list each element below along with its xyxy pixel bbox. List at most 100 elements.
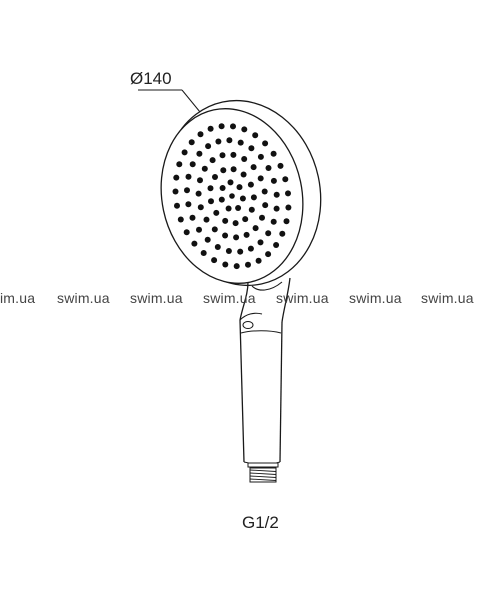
nozzle-dot <box>183 229 190 236</box>
nozzle-dot <box>282 176 289 183</box>
nozzle-dot <box>205 143 212 150</box>
nozzle-dot <box>285 190 291 197</box>
nozzle-dot <box>230 151 237 158</box>
diameter-dimension: Ø140 <box>130 69 201 113</box>
nozzle-dot <box>212 174 218 180</box>
thread-line <box>249 472 277 475</box>
thread-line <box>249 469 277 472</box>
nozzle-dot <box>247 245 254 252</box>
neck-left-edge <box>239 281 249 321</box>
nozzle-dot <box>191 240 198 247</box>
nozzle-dot <box>215 138 222 145</box>
nozzle-dot <box>232 220 239 227</box>
nozzle-dot <box>207 125 214 132</box>
nozzle-dot <box>237 248 244 255</box>
nozzle-dot <box>181 149 188 156</box>
nozzle-dot <box>188 139 195 146</box>
nozzle-dot <box>279 230 286 237</box>
watermark: swim.ua <box>203 290 256 306</box>
nozzle-dot <box>200 250 207 256</box>
nozzle-dot <box>189 161 196 168</box>
nozzle-dot <box>259 214 265 221</box>
nozzle-dot <box>240 171 247 178</box>
nozzle-dot <box>241 156 248 162</box>
nozzle-dot <box>214 244 221 250</box>
watermark: swim.ua <box>57 290 110 306</box>
nozzle-dot <box>247 181 254 188</box>
connector-threads <box>249 469 277 481</box>
nozzle-dot <box>219 152 226 159</box>
nozzle-dot <box>229 193 235 199</box>
nozzle-dot <box>233 263 240 270</box>
nozzle-dot <box>250 164 257 171</box>
nozzle-dot <box>211 257 218 264</box>
nozzle-dot <box>252 225 259 232</box>
nozzle-dot <box>185 201 192 208</box>
watermark: swim.ua <box>349 290 402 306</box>
nozzle-dot <box>185 173 192 180</box>
handle-right-edge <box>279 321 283 463</box>
nozzle-dot <box>219 185 226 191</box>
nozzle-dot <box>265 230 272 237</box>
threaded-connector: G1/2 <box>242 462 279 532</box>
neck-right-edge <box>281 277 291 323</box>
nozzle-dot <box>270 177 277 184</box>
shower-head <box>160 99 322 287</box>
nozzle-dot <box>222 217 229 224</box>
nozzle-dot <box>273 191 280 198</box>
nozzle-dot <box>207 185 214 192</box>
nozzle-dot <box>227 179 234 186</box>
nozzle-dot <box>242 216 249 223</box>
nozzle-dot <box>222 232 229 239</box>
nozzle-dot <box>197 204 204 211</box>
handle-button <box>242 321 254 329</box>
nozzle-dot <box>235 205 242 211</box>
nozzle-dot <box>261 188 268 195</box>
nozzle-dot <box>201 165 208 172</box>
nozzle-dot <box>208 198 214 205</box>
nozzle-dot <box>270 218 277 225</box>
handle-left-edge <box>239 319 245 463</box>
nozzle-dot <box>283 218 290 225</box>
nozzle-dot <box>273 242 280 248</box>
nozzle-dot <box>243 231 250 238</box>
nozzle-dot <box>189 214 196 221</box>
neck-collar <box>251 281 283 291</box>
nozzle-dot <box>225 205 232 212</box>
watermark-row: im.ua swim.ua swim.ua swim.ua swim.ua sw… <box>0 290 474 306</box>
watermark: swim.ua <box>276 290 329 306</box>
nozzle-dot <box>197 177 203 184</box>
nozzle-dot <box>211 226 218 233</box>
nozzle-dot <box>262 140 269 147</box>
nozzle-dot <box>277 162 284 169</box>
nozzle-dot <box>262 202 269 209</box>
nozzle-dot <box>218 196 225 203</box>
nozzle-dot <box>257 239 264 246</box>
nozzle-dot <box>248 145 255 152</box>
watermark: swim.ua <box>421 290 474 306</box>
nozzle-dot <box>195 190 202 197</box>
nozzle-dot <box>257 153 264 160</box>
watermark-fragment: im.ua <box>0 290 35 306</box>
connector-body <box>249 467 277 483</box>
leader-line-diagonal <box>181 89 201 113</box>
nozzle-dot <box>270 150 277 157</box>
nozzle-dot <box>230 123 236 130</box>
thread-label: G1/2 <box>242 513 279 532</box>
nozzle-dot <box>196 150 203 157</box>
nozzle-dot <box>265 165 272 171</box>
nozzle-dot <box>257 175 264 182</box>
nozzle-dot <box>225 248 232 254</box>
nozzle-dot <box>236 184 243 191</box>
handle-top-band <box>240 330 282 334</box>
nozzle-dot <box>184 187 190 194</box>
nozzle-dot <box>250 194 257 201</box>
nozzle-dot <box>285 204 292 211</box>
nozzle-dot <box>172 188 179 195</box>
shower-handle <box>239 319 283 465</box>
nozzle-dot <box>203 216 210 223</box>
nozzle-dot <box>226 137 233 144</box>
watermark: swim.ua <box>130 290 183 306</box>
